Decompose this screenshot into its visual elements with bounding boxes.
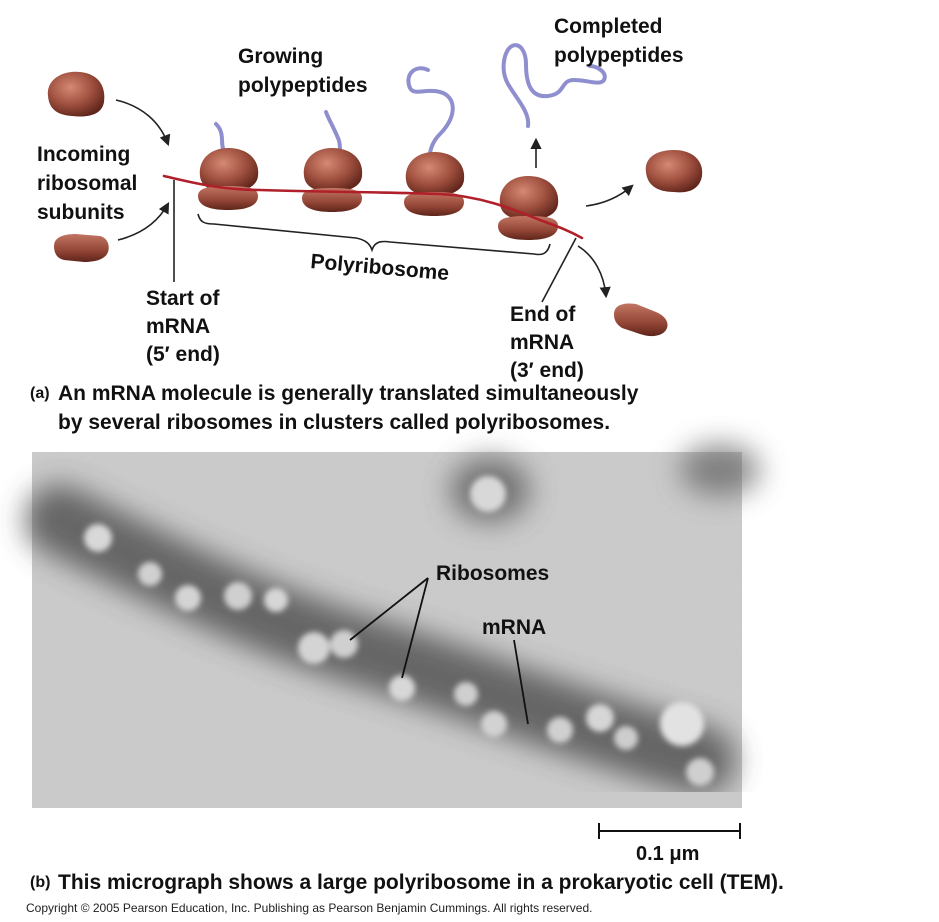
incoming-large-subunit bbox=[47, 71, 105, 117]
scale-bar: 0.1 μm bbox=[598, 823, 741, 865]
mrna-leader bbox=[513, 639, 529, 725]
polyribosome-label: Polyribosome bbox=[310, 250, 450, 285]
release-arrow-top bbox=[585, 184, 634, 207]
ribosomes-label: Ribosomes bbox=[436, 562, 549, 585]
tem-micrograph: Ribosomes mRNA bbox=[25, 444, 760, 808]
release-arrow-bottom bbox=[577, 245, 611, 299]
end-leader-line bbox=[541, 237, 577, 303]
ribosome-1 bbox=[198, 148, 259, 210]
mrna-strand bbox=[162, 174, 584, 240]
caption-a-tag: (a) bbox=[30, 385, 50, 402]
released-large-subunit bbox=[645, 150, 703, 193]
mrna-label: mRNA bbox=[482, 616, 546, 639]
released-small-subunit bbox=[614, 303, 668, 337]
incoming-arrow-top bbox=[115, 99, 171, 147]
panel-a-diagram: Incoming ribosomal subunits Growing poly… bbox=[30, 15, 703, 434]
polypeptide-3 bbox=[406, 66, 455, 192]
incoming-label: Incoming ribosomal subunits bbox=[37, 143, 143, 224]
incoming-arrow-bottom bbox=[117, 202, 170, 241]
ribosome-3 bbox=[404, 152, 465, 216]
ribosomes-leader-2 bbox=[401, 577, 429, 679]
caption-b-tag: (b) bbox=[30, 874, 50, 891]
completed-polypeptide bbox=[501, 43, 607, 128]
scale-bar-label: 0.1 μm bbox=[636, 843, 699, 865]
copyright-notice: Copyright © 2005 Pearson Education, Inc.… bbox=[26, 901, 592, 915]
polyribosome-bracket bbox=[197, 213, 551, 256]
start-label: Start of mRNA (5′ end) bbox=[146, 287, 225, 366]
caption-a: An mRNA molecule is generally translated… bbox=[58, 382, 644, 434]
incoming-small-subunit bbox=[54, 234, 109, 262]
caption-b: This micrograph shows a large polyriboso… bbox=[58, 871, 784, 894]
ribosome-2 bbox=[302, 148, 363, 212]
end-label: End of mRNA (3′ end) bbox=[510, 303, 584, 382]
completed-label: Completed polypeptides bbox=[554, 15, 684, 67]
ribosomes-leader-1 bbox=[349, 577, 429, 641]
growing-label: Growing polypeptides bbox=[238, 45, 368, 97]
